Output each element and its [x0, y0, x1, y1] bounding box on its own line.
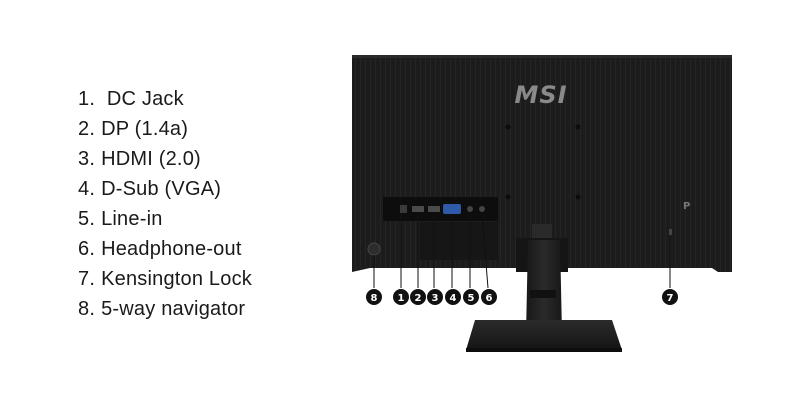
port-item-line-in: 5.Line-in	[78, 208, 163, 230]
svg-text:6: 6	[486, 293, 493, 304]
stand-neck	[526, 240, 562, 334]
callout-badge-3: 3	[427, 289, 443, 305]
hdmi-port	[428, 206, 440, 212]
callout-badge-5: 5	[463, 289, 479, 305]
callout-badge-8: 8	[366, 289, 382, 305]
svg-text:8: 8	[371, 293, 378, 304]
port-item-kensington-lock: 7.Kensington Lock	[78, 268, 252, 290]
headphone-port	[479, 206, 485, 212]
callout-badge-7: 7	[662, 289, 678, 305]
vesa-hole	[505, 124, 511, 130]
cable-clip	[530, 290, 556, 298]
callout-badge-4: 4	[445, 289, 461, 305]
svg-text:1: 1	[398, 293, 405, 304]
line-in-port	[467, 206, 473, 212]
port-item-dc-jack: 1. DC Jack	[78, 88, 184, 110]
vesa-hole	[505, 194, 511, 200]
port-legend-list: 1. DC Jack 2.DP (1.4a) 3.HDMI (2.0) 4.D-…	[78, 84, 252, 324]
monitor-top-edge	[352, 55, 732, 58]
series-logo-icon: P	[683, 201, 690, 212]
stand-latch	[532, 224, 552, 238]
stand-base-edge	[466, 348, 622, 352]
navigator-joystick	[367, 242, 381, 256]
msi-logo: MSI	[514, 81, 567, 109]
svg-text:3: 3	[432, 293, 439, 304]
svg-text:4: 4	[450, 293, 457, 304]
callout-badge-2: 2	[410, 289, 426, 305]
leader-lines	[373, 212, 671, 289]
svg-text:2: 2	[415, 293, 422, 304]
port-item-hdmi: 3.HDMI (2.0)	[78, 148, 201, 170]
vesa-hole	[575, 194, 581, 200]
callout-badge-6: 6	[481, 289, 497, 305]
stand-base	[466, 320, 622, 350]
callout-badge-1: 1	[393, 289, 409, 305]
svg-text:7: 7	[667, 293, 674, 304]
dc-jack-port	[400, 205, 407, 213]
port-item-dsub: 4.D-Sub (VGA)	[78, 178, 222, 200]
vga-port	[443, 204, 461, 214]
port-recess	[420, 222, 498, 260]
vesa-hole	[575, 124, 581, 130]
svg-text:5: 5	[468, 293, 475, 304]
port-item-navigator: 8.5-way navigator	[78, 298, 246, 320]
kensington-slot	[669, 229, 672, 235]
port-item-dp: 2.DP (1.4a)	[78, 118, 189, 140]
dp-port	[412, 206, 424, 212]
port-item-headphone-out: 6.Headphone-out	[78, 238, 242, 260]
